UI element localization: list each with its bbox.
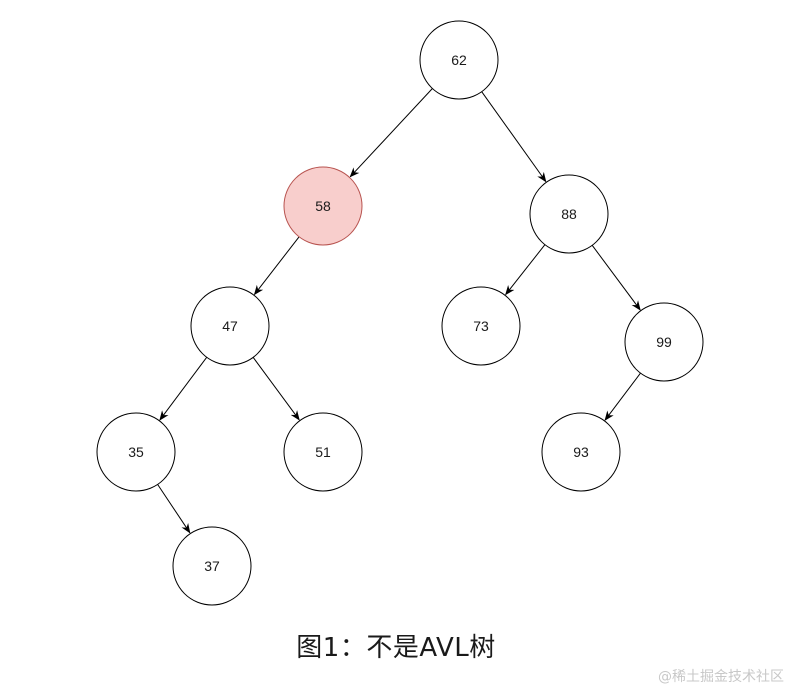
nodes-layer: 62 58 88 47 73 99 35 51 93 37 <box>96 20 704 606</box>
node-circle <box>172 526 252 606</box>
node-label: 73 <box>473 318 489 334</box>
node-label: 35 <box>128 444 144 460</box>
tree-node-51: 51 <box>283 412 363 492</box>
edge-62-58 <box>349 88 433 178</box>
edge-62-88 <box>481 91 547 183</box>
node-circle <box>190 286 270 366</box>
node-label: 99 <box>656 334 672 350</box>
node-label: 51 <box>315 444 331 460</box>
node-circle <box>283 166 363 246</box>
node-label: 37 <box>204 558 220 574</box>
edge-99-93 <box>604 372 641 421</box>
node-label: 62 <box>451 52 467 68</box>
edge-88-99 <box>591 245 641 311</box>
node-circle <box>529 174 609 254</box>
tree-node-35: 35 <box>96 412 176 492</box>
edges-layer <box>157 88 641 534</box>
node-label: 47 <box>222 318 238 334</box>
edge-58-47 <box>253 236 300 296</box>
figure-caption: 图1：不是AVL树 <box>296 633 496 663</box>
node-label: 88 <box>561 206 577 222</box>
edge-35-37 <box>157 484 191 534</box>
tree-node-88: 88 <box>529 174 609 254</box>
edge-47-51 <box>252 357 300 421</box>
edge-47-35 <box>159 357 208 421</box>
node-circle <box>96 412 176 492</box>
node-circle <box>419 20 499 100</box>
node-circle <box>441 286 521 366</box>
node-label: 58 <box>315 198 331 214</box>
tree-node-37: 37 <box>172 526 252 606</box>
tree-node-47: 47 <box>190 286 270 366</box>
tree-node-62: 62 <box>419 20 499 100</box>
node-label: 93 <box>573 444 589 460</box>
node-circle <box>624 302 704 382</box>
tree-node-58: 58 <box>283 166 363 246</box>
node-circle <box>283 412 363 492</box>
node-circle <box>541 412 621 492</box>
tree-node-99: 99 <box>624 302 704 382</box>
tree-node-73: 73 <box>441 286 521 366</box>
edge-88-73 <box>505 244 546 296</box>
watermark: @稀土掘金技术社区 <box>658 669 784 685</box>
tree-node-93: 93 <box>541 412 621 492</box>
